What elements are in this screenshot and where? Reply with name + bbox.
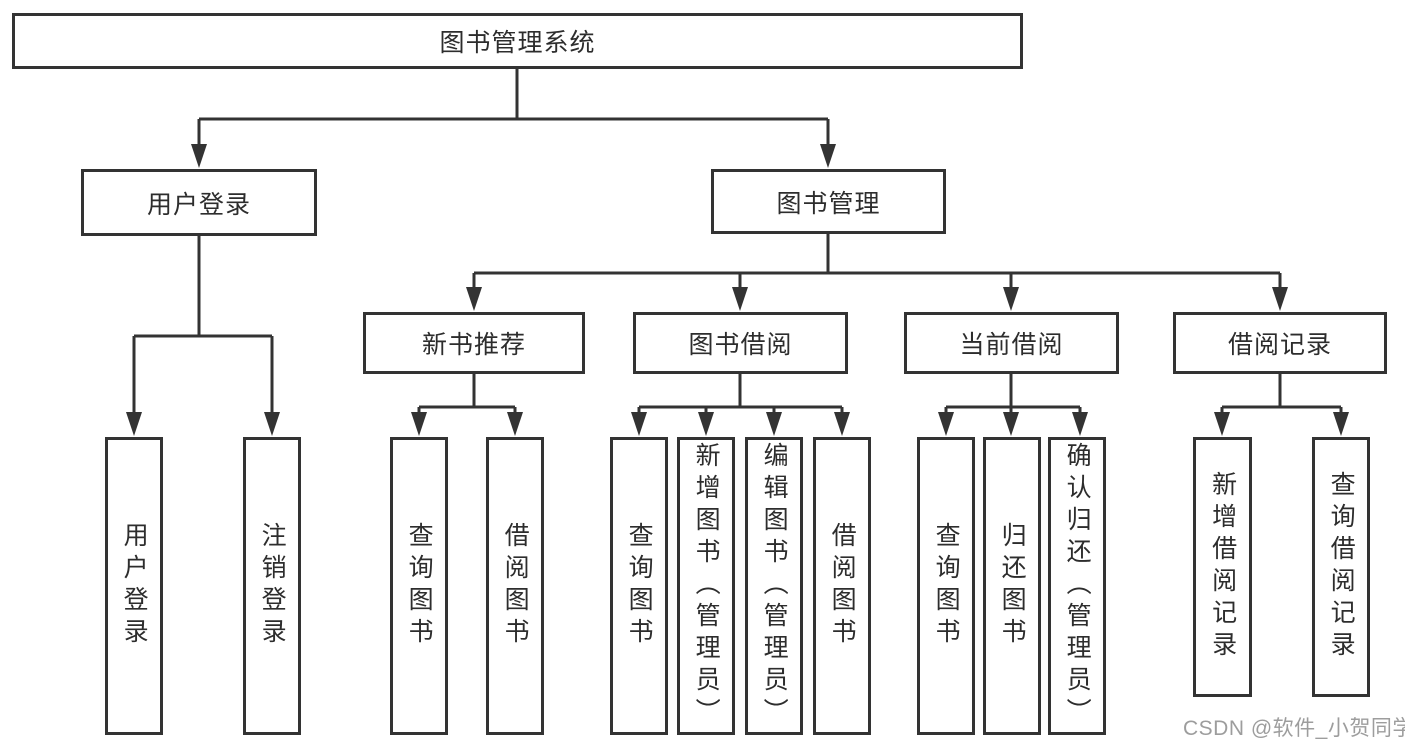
connector-book-borrow-to-leaves	[637, 374, 844, 415]
node-label: 新书推荐	[421, 331, 526, 359]
connector-book-mgmt-to-level3	[472, 233, 1282, 290]
arrow-down-icon	[1003, 287, 1019, 311]
node-label: 确认归还（管理员）	[1063, 442, 1092, 730]
node-label: 图书管理	[776, 189, 881, 218]
arrow-down-icon	[938, 412, 954, 436]
arrow-down-icon	[766, 412, 782, 436]
arrow-down-icon	[732, 287, 748, 311]
connector-new-book-to-leaves	[417, 374, 517, 415]
node-label: 借阅记录	[1227, 331, 1332, 359]
node-label: 用户登录	[120, 522, 149, 650]
node-label: 新增图书（管理员）	[692, 442, 721, 730]
arrow-down-icon	[411, 412, 427, 436]
node-label: 借阅图书	[501, 522, 530, 650]
node-logout: 注销登录	[243, 437, 301, 735]
node-borrow-book-1: 借阅图书	[486, 437, 544, 735]
node-user-login-leaf: 用户登录	[105, 437, 163, 735]
node-edit-book-admin: 编辑图书（管理员）	[745, 437, 803, 735]
node-label: 归还图书	[998, 522, 1027, 650]
connector-borrow-records-to-leaves	[1220, 374, 1343, 415]
node-label: 当前借阅	[959, 331, 1064, 359]
arrow-down-icon	[1333, 412, 1349, 436]
node-add-book-admin: 新增图书（管理员）	[677, 437, 735, 735]
node-query-book-2: 查询图书	[610, 437, 668, 735]
node-query-book-1: 查询图书	[390, 437, 448, 735]
node-user-login: 用户登录	[81, 169, 317, 236]
node-query-book-3: 查询图书	[917, 437, 975, 735]
arrow-down-icon	[820, 144, 836, 168]
node-label: 用户登录	[146, 190, 251, 219]
connector-root-to-level2	[197, 68, 830, 146]
node-book-management: 图书管理	[711, 169, 946, 234]
node-label: 查询图书	[932, 522, 961, 650]
node-return-book: 归还图书	[983, 437, 1041, 735]
watermark: CSDN @软件_小贺同学	[1183, 717, 1405, 740]
node-borrowing-records: 借阅记录	[1173, 312, 1387, 374]
node-query-borrow-record: 查询借阅记录	[1312, 437, 1370, 697]
node-library-management-system: 图书管理系统	[12, 13, 1023, 69]
arrow-down-icon	[264, 412, 280, 436]
arrow-down-icon	[1072, 412, 1088, 436]
node-add-borrow-record: 新增借阅记录	[1193, 437, 1252, 697]
arrow-down-icon	[1272, 287, 1288, 311]
node-label: 借阅图书	[828, 522, 857, 650]
arrow-down-icon	[126, 412, 142, 436]
connector-user-login-to-leaves	[132, 236, 274, 415]
node-current-borrowing: 当前借阅	[904, 312, 1119, 374]
arrow-down-icon	[1003, 412, 1019, 436]
node-label: 编辑图书（管理员）	[760, 442, 789, 730]
node-book-borrowing: 图书借阅	[633, 312, 848, 374]
arrow-down-icon	[466, 287, 482, 311]
connector-current-borrow-to-leaves	[944, 374, 1082, 415]
arrow-down-icon	[631, 412, 647, 436]
arrowhead-icons	[126, 144, 1349, 436]
node-label: 图书借阅	[688, 331, 793, 359]
arrow-down-icon	[191, 144, 207, 168]
arrow-down-icon	[507, 412, 523, 436]
arrow-down-icon	[834, 412, 850, 436]
node-label: 查询图书	[625, 522, 654, 650]
node-confirm-return-admin: 确认归还（管理员）	[1048, 437, 1106, 735]
node-borrow-book-2: 借阅图书	[813, 437, 871, 735]
node-label: 注销登录	[258, 522, 287, 650]
node-label: 新增借阅记录	[1208, 471, 1237, 663]
arrow-down-icon	[1214, 412, 1230, 436]
node-label: 查询借阅记录	[1327, 471, 1356, 663]
node-label: 查询图书	[405, 522, 434, 650]
node-label: 图书管理系统	[439, 29, 596, 57]
node-new-book-recommend: 新书推荐	[363, 312, 585, 374]
arrow-down-icon	[698, 412, 714, 436]
